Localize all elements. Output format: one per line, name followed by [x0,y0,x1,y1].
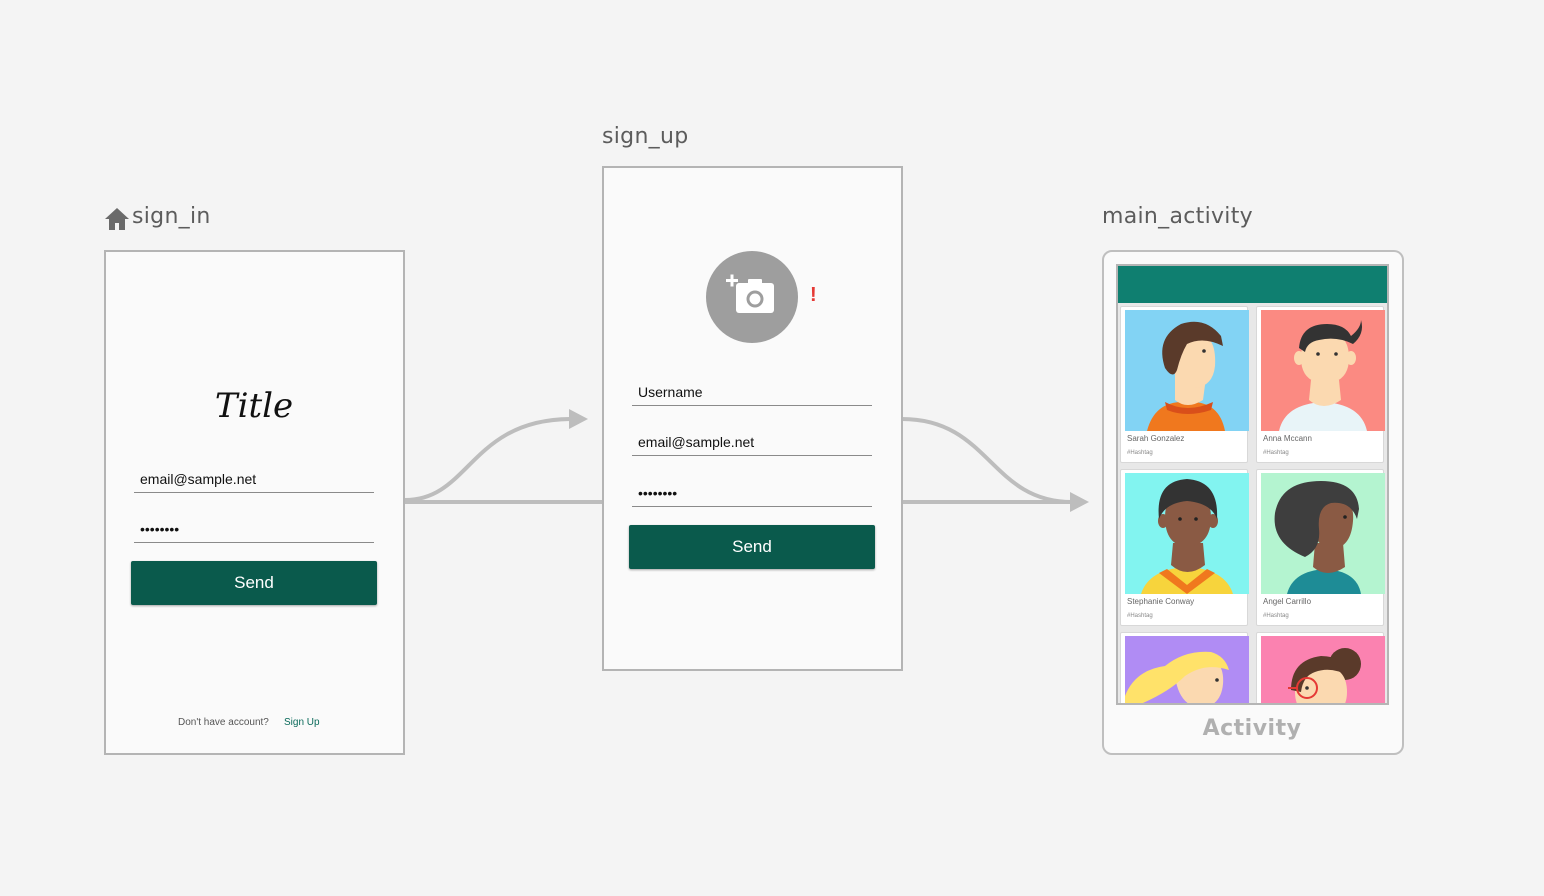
sign-in-email-field[interactable]: email@sample.net [134,467,374,493]
add-a-photo-icon [726,274,774,313]
sign-in-label[interactable]: sign_in [132,204,211,229]
contact-card[interactable] [1256,632,1385,703]
contact-card[interactable]: Sarah Gonzalez #Hashtag [1120,306,1249,463]
contact-card[interactable]: Stephanie Conway #Hashtag [1120,469,1249,626]
sign-up-screen[interactable] [602,166,903,671]
card-hashtag: #Hashtag [1127,450,1153,456]
sign-up-label[interactable]: sign_up [602,124,689,149]
sign-in-footer-text: Don't have account? [178,717,269,728]
avatar-image [1125,310,1249,431]
avatar-image [1261,310,1385,431]
avatar-picker[interactable] [706,251,798,343]
card-hashtag: #Hashtag [1263,613,1289,619]
activity-caption: Activity [1202,716,1302,741]
card-hashtag: #Hashtag [1127,613,1153,619]
sign-in-screen[interactable] [104,250,405,755]
avatar-image [1125,473,1249,594]
sign-up-email-field[interactable]: email@sample.net [632,430,872,456]
main-activity-label[interactable]: main_activity [1102,204,1253,229]
avatar-image [1125,636,1249,703]
card-name: Anna Mccann [1263,434,1312,443]
username-field[interactable]: Username [632,380,872,406]
contact-card[interactable] [1120,632,1249,703]
app-bar [1118,266,1387,303]
avatar-image [1261,473,1385,594]
action-sign-up-to-main [901,417,1073,504]
sign-up-password-field[interactable]: •••••••• [632,481,872,507]
card-name: Angel Carrillo [1263,597,1312,606]
home-icon [105,208,129,230]
sign-in-send-button[interactable]: Send [131,561,377,605]
main-activity-preview: Sarah Gonzalez #Hashtag Anna Mccann #Has… [1116,264,1389,705]
arrowhead-sign-up [569,409,588,429]
error-indicator: ! [810,284,817,306]
sign-up-send-button[interactable]: Send [629,525,875,569]
contact-card[interactable]: Anna Mccann #Hashtag [1256,306,1385,463]
sign-in-password-field[interactable]: •••••••• [134,517,374,543]
action-sign-in-to-sign-up [404,417,571,502]
avatar-image [1261,636,1385,703]
sign-up-link[interactable]: Sign Up [284,717,320,728]
contact-card[interactable]: Angel Carrillo #Hashtag [1256,469,1385,626]
card-name: Stephanie Conway [1127,597,1195,606]
card-name: Sarah Gonzalez [1127,434,1185,443]
arrowhead-main [1070,492,1089,512]
card-hashtag: #Hashtag [1263,450,1289,456]
sign-in-title: Title [214,386,294,426]
